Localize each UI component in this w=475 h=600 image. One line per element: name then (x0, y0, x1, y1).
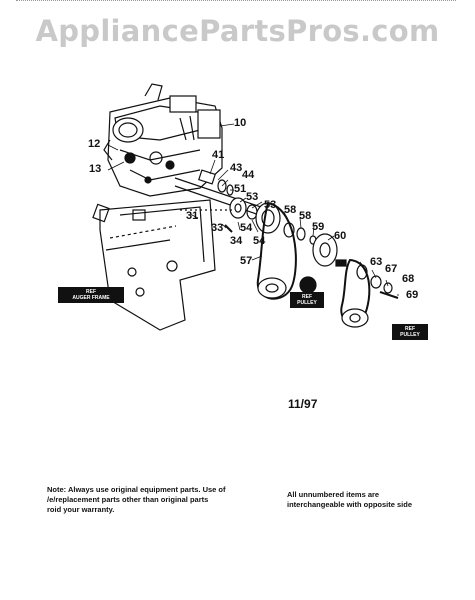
part-label-59: 59 (312, 221, 325, 233)
part-label-53-a: 53 (246, 191, 259, 203)
part-label-58-b: 58 (299, 210, 312, 222)
note-original-parts: Note: Always use original equipment part… (47, 485, 226, 514)
auger-frame (92, 199, 216, 331)
part-label-13: 13 (89, 163, 102, 175)
part-label-12: 12 (88, 138, 101, 150)
shaft-assembly (174, 169, 271, 233)
part-label-31: 31 (186, 210, 199, 222)
drive-belt (256, 201, 297, 300)
leader-lines (107, 123, 399, 296)
ref-pulley-left-tag: REF PULLEY (290, 292, 324, 308)
top-border-line (16, 0, 456, 5)
part-label-53-b: 53 (264, 199, 277, 211)
part-label-10: 10 (234, 117, 247, 129)
part-label-34: 34 (230, 235, 243, 247)
ref-auger-frame-tag: REF AUGER FRAME (58, 287, 124, 303)
idler-pulley (312, 233, 338, 267)
part-label-41: 41 (212, 149, 225, 161)
revision-date: 11/97 (288, 397, 318, 411)
part-label-43: 43 (230, 162, 243, 174)
note-interchangeable: All unnumbered items are interchangeable… (287, 490, 413, 509)
part-label-57: 57 (240, 255, 253, 267)
part-label-69: 69 (406, 289, 419, 301)
part-label-67: 67 (385, 263, 398, 275)
part-label-60: 60 (334, 230, 347, 242)
ref-pulley-right-tag: REF PULLEY (392, 324, 428, 340)
part-label-33: 33 (211, 222, 224, 234)
part-label-54-a: 54 (240, 222, 253, 234)
watermark: AppliancePartsPros.com (35, 14, 440, 48)
engine-assembly (103, 83, 223, 197)
part-label-51: 51 (234, 183, 247, 195)
part-label-44: 44 (242, 169, 255, 181)
second-belt (335, 258, 399, 328)
part-label-68: 68 (402, 273, 415, 285)
part-label-58-a: 58 (284, 204, 297, 216)
part-label-54-b: 54 (253, 235, 266, 247)
hub-marker (299, 276, 317, 294)
part-label-63: 63 (370, 256, 383, 268)
